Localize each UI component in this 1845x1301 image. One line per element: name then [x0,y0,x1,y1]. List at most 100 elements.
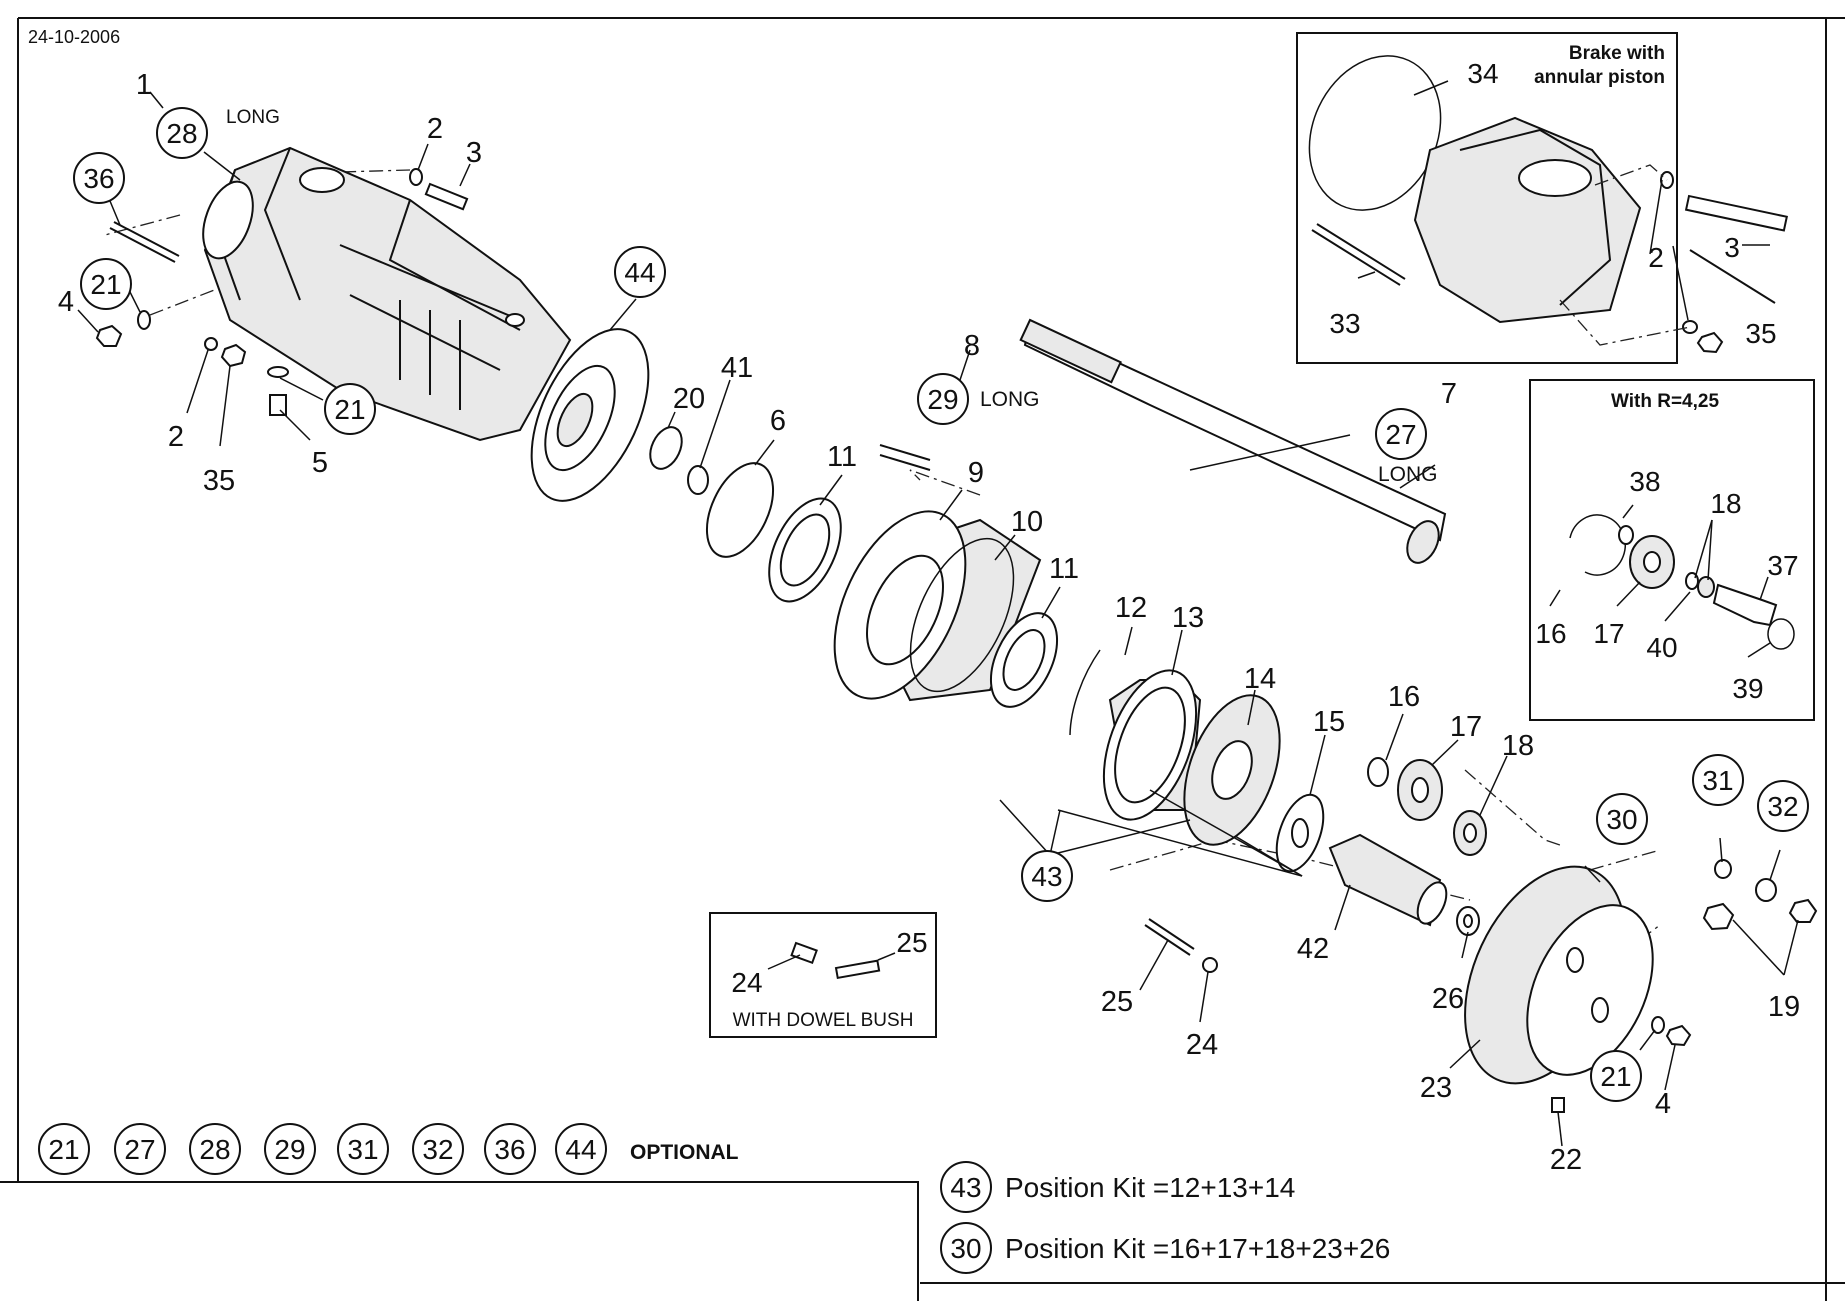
bearing-11a [768,497,842,603]
optional-item: 27 [114,1123,166,1175]
bearing-18-inset [1697,576,1715,598]
svg-text:28: 28 [166,118,197,149]
callout-18: 18 [1502,730,1534,762]
callout-24: 24 [1186,1029,1218,1061]
optional-list: 21 27 28 29 31 32 36 44 OPTIONAL [38,1123,739,1175]
callout-42: 42 [1297,933,1329,965]
pin-37 [1712,583,1778,627]
sheet-frame [0,17,1845,1301]
svg-text:27: 27 [124,1134,155,1165]
brake-title-line1: Brake with [1569,43,1665,64]
seal-20 [649,426,683,470]
circled-21-left: 21 [80,258,132,310]
circlip-16-inset [1569,514,1626,576]
leader-lines [77,91,1799,1147]
washer-2 [409,168,423,186]
circlip-12 [1069,649,1101,736]
callout-24-dowel: 24 [731,967,762,998]
callout-13: 13 [1172,602,1204,634]
svg-text:36: 36 [83,163,114,194]
kit-notes: 43 Position Kit =12+13+14 30 Position Ki… [940,1161,1390,1274]
screw-22 [1551,1097,1565,1113]
optional-item: 32 [412,1123,464,1175]
axle-assembly [95,146,1818,1113]
callout-35-brake: 35 [1745,318,1776,349]
nut-4 [95,324,123,347]
washer-32 [1755,878,1777,902]
svg-text:30: 30 [1606,804,1637,835]
callout-2-left: 2 [168,421,184,453]
callout-33: 33 [1329,308,1360,339]
bolt-8 [879,454,931,471]
optional-item: 31 [337,1123,389,1175]
svg-text:32: 32 [422,1134,453,1165]
bolt-3 [424,182,469,211]
callout-10: 10 [1011,506,1043,538]
callout-9: 9 [968,457,984,489]
svg-text:27: 27 [1385,419,1416,450]
kit-text-30: Position Kit =16+17+18+23+26 [1005,1233,1390,1264]
washer-2a [204,337,218,351]
circlip-16 [1367,757,1389,787]
optional-item: 29 [264,1123,316,1175]
callout-11a: 11 [827,441,857,473]
o-ring-39 [1767,618,1795,650]
callout-37: 37 [1767,550,1798,581]
svg-text:28: 28 [199,1134,230,1165]
optional-item: 21 [38,1123,90,1175]
svg-text:21: 21 [334,394,365,425]
svg-text:30: 30 [950,1233,981,1264]
callout-38: 38 [1629,466,1660,497]
stud-33 [1311,229,1401,286]
circled-32: 32 [1757,780,1809,832]
callout-19: 19 [1768,991,1800,1023]
svg-text:36: 36 [494,1134,525,1165]
circled-28: 28 [156,107,208,159]
callout-2-top: 2 [427,113,443,145]
callout-39: 39 [1732,673,1763,704]
circled-30: 30 [1596,793,1648,845]
inset-dowel: 24 25 WITH DOWEL BUSH [709,912,937,1038]
dowel-bush-24 [790,941,818,965]
seal-6 [705,462,775,558]
circled-21-mid: 21 [324,383,376,435]
svg-text:29: 29 [274,1134,305,1165]
dowel-24 [1202,957,1218,973]
kit-row-43: 43 Position Kit =12+13+14 [940,1161,1295,1213]
washer-38 [1618,525,1634,545]
dowel-caption: WITH DOWEL BUSH [733,1010,914,1031]
inset-brake: Brake with annular piston 34 2 3 33 35 [1296,32,1789,364]
optional-item: 28 [189,1123,241,1175]
date-stamp: 24-10-2006 [28,27,120,47]
callout-15: 15 [1313,706,1345,738]
callout-25: 25 [1101,986,1133,1018]
callout-40: 40 [1646,632,1677,663]
axle-housing [203,146,572,442]
washer-2b-brake [1682,320,1698,334]
callout-5: 5 [312,447,328,479]
callout-numbers: 1 2 3 4 2 35 5 20 41 6 11 8 9 10 11 12 1… [58,69,1800,1176]
bolt-25-dowel [834,959,881,980]
callout-18-inset: 18 [1710,488,1741,519]
callout-16-inset: 16 [1535,618,1566,649]
callout-6: 6 [770,405,786,437]
brake-title-line2: annular piston [1534,67,1665,88]
washer-21a [137,310,151,330]
callout-7: 7 [1441,378,1457,410]
circled-29: 29 [917,373,969,425]
svg-text:21: 21 [1600,1061,1631,1092]
optional-item: 44 [555,1123,607,1175]
callout-41: 41 [721,352,753,384]
long-label-28: LONG [226,107,280,128]
bolt-3-brake [1684,194,1789,232]
svg-text:43: 43 [950,1172,981,1203]
callout-1: 1 [136,69,152,101]
callout-17-inset: 17 [1593,618,1624,649]
callout-17: 17 [1450,711,1482,743]
callout-12: 12 [1115,592,1147,624]
callout-4-left: 4 [58,286,74,318]
ring-41 [687,465,709,495]
svg-text:31: 31 [1702,765,1733,796]
nut-4b [1665,1024,1692,1047]
